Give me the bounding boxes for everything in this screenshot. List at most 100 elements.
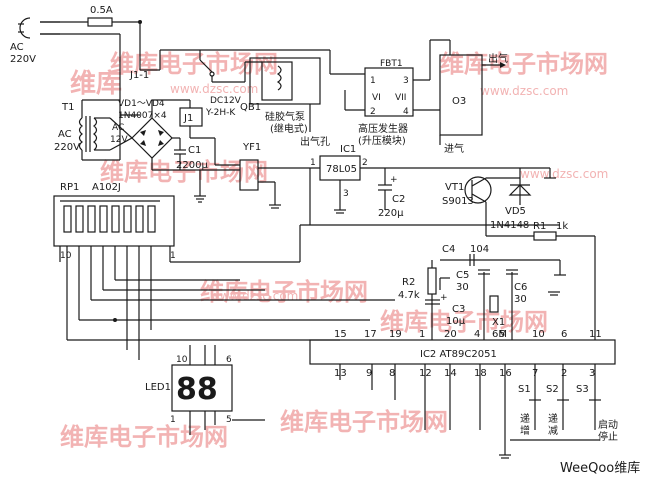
resistor-r1: R1 1k: [485, 221, 596, 340]
ic2-ref: IC2 AT89C2051: [420, 349, 497, 360]
ic2-pin-label: 1: [419, 329, 425, 340]
pump-type: (继电式): [270, 122, 308, 135]
footer-watermark: WeeQoo维库: [560, 460, 640, 476]
watermark-text: www.dzsc.com: [170, 82, 258, 96]
button-s2-label: 减: [548, 425, 558, 437]
button-s3-ref: S3: [576, 384, 589, 395]
led-display: 88 LED1 10 6 1 5: [145, 345, 265, 435]
ic1-pin: 3: [343, 189, 349, 199]
vd5-ref: VD5: [505, 206, 526, 217]
ic1-name: 78L05: [326, 164, 357, 175]
fbt-subname: (升压模块): [358, 135, 406, 147]
ic1-ref: IC1: [340, 144, 356, 155]
ac-label: AC: [10, 42, 24, 53]
watermark-text: www.dzsc.com: [520, 167, 608, 181]
fbt-pin: 4: [403, 107, 409, 117]
button-s1-ref: S1: [518, 384, 531, 395]
led-digits: 88: [176, 372, 218, 407]
transformer-ac: AC: [58, 129, 72, 140]
ic2-pin-label: 5: [499, 329, 505, 340]
ic2-pin-label: 8: [389, 368, 395, 379]
ac-plug: AC 220V: [10, 17, 60, 65]
c3-ref: C3: [452, 304, 465, 315]
o3-label: O3: [452, 96, 466, 107]
led-pin: 10: [176, 355, 188, 365]
air-pump: QB1 硅胶气泵 (继电式) 出气孔: [240, 57, 330, 148]
pump-name: 硅胶气泵: [265, 110, 305, 123]
vd5-part: 1N4148: [490, 220, 529, 231]
buttons: S1 递 增 S2 递 减 S3 启动 停止: [499, 364, 618, 459]
rp1-pin: 10: [60, 251, 72, 261]
bridge-ref: VD1～VD4: [118, 99, 165, 109]
watermark-text: 维库电子市场网: [380, 308, 548, 336]
x1-ref: X1: [492, 317, 505, 328]
fbt-ref: FBT1: [380, 59, 403, 69]
led-pin: 1: [170, 415, 176, 425]
ic2-pin-label: 17: [364, 329, 377, 340]
led-pin: 6: [226, 355, 232, 365]
c6-value: 30: [514, 294, 527, 305]
ic2-pin-label: 11: [589, 329, 602, 340]
o3-out: 出气: [488, 52, 508, 65]
relay-contact-label: J1-1: [129, 70, 149, 81]
hv-generator: FBT1 1 3 VI VII 2 4 高压发生器 (升压模块): [358, 39, 450, 147]
ic2-pin-label: 3: [589, 368, 595, 379]
button-s3-label: 启动: [598, 418, 618, 431]
transformer-voltage: 220V: [54, 142, 80, 153]
button-s2-label: 递: [548, 412, 558, 425]
c5-value: 30: [456, 282, 469, 293]
ic2-pin-label: 20: [444, 329, 457, 340]
button-s1-label: 增: [520, 424, 530, 437]
ic1-pin: 1: [310, 158, 316, 168]
led-ref: LED1: [145, 382, 171, 393]
capacitor-c1: C1 2200μ: [152, 138, 240, 203]
c3-value: 10μ: [446, 316, 466, 327]
watermark-layer: 维库 维库电子市场网 www.dzsc.com 维库电子市场网 www.dzsc…: [60, 50, 608, 451]
button-s3[interactable]: S3 启动 停止: [576, 378, 618, 443]
c4-ref: C4: [442, 244, 455, 255]
led-pin: 5: [226, 415, 232, 425]
button-s3-label: 停止: [598, 430, 618, 443]
button-s1-label: 递: [520, 412, 530, 425]
watermark-text: 维库电子市场网: [280, 408, 448, 436]
fbt-pin: 3: [403, 76, 409, 86]
yf1-module: YF1: [215, 142, 290, 209]
transformer: T1 AC 220V: [54, 99, 121, 161]
watermark-text: www.dzsc.com: [210, 289, 298, 303]
r2-value: 4.7k: [398, 290, 420, 301]
rp1-pin: 1: [170, 251, 176, 261]
fbt-vii: VII: [395, 93, 406, 103]
watermark-text: 维库电子市场网: [60, 423, 228, 451]
ic2-pin-label: 15: [334, 329, 347, 340]
reset-circuit: R2 4.7k + C3 10μ: [398, 260, 466, 340]
pump-outlet: 出气孔: [300, 135, 330, 148]
ic2-pin-label: 9: [366, 368, 372, 379]
capacitor-c2: + C2 220μ: [378, 168, 405, 219]
relay-ref: J1: [183, 113, 193, 124]
button-s1[interactable]: S1 递 增: [518, 378, 541, 437]
watermark-text: 维库电子市场网: [200, 278, 368, 306]
r1-ref: R1: [533, 221, 546, 232]
oscillator-section: C4 104 C5 30 C6 30 X1 6M: [440, 244, 566, 340]
watermark-text: 维库: [70, 68, 122, 99]
button-s2[interactable]: S2 递 减: [546, 378, 569, 437]
fuse-label: 0.5A: [90, 5, 113, 16]
c4-value: 104: [470, 244, 489, 255]
x1-value: 6M: [492, 329, 507, 340]
watermark-text: www.dzsc.com: [480, 84, 568, 98]
ic2-pin-label: 19: [389, 329, 402, 340]
r2-ref: R2: [402, 277, 415, 288]
rp1-bus: [66, 246, 395, 360]
relay-contact: J1-1: [129, 50, 245, 83]
c1-ref: C1: [188, 145, 201, 156]
bridge-part: 1N4007×4: [118, 111, 167, 121]
relay-coil: J1 DC12V Y-2H-K: [179, 96, 242, 165]
ic2-pin-label: 2: [561, 368, 567, 379]
vt1-part: S9013: [442, 196, 474, 207]
transformer-ref: T1: [61, 102, 74, 113]
bridge-voltage: 12V: [110, 135, 128, 145]
